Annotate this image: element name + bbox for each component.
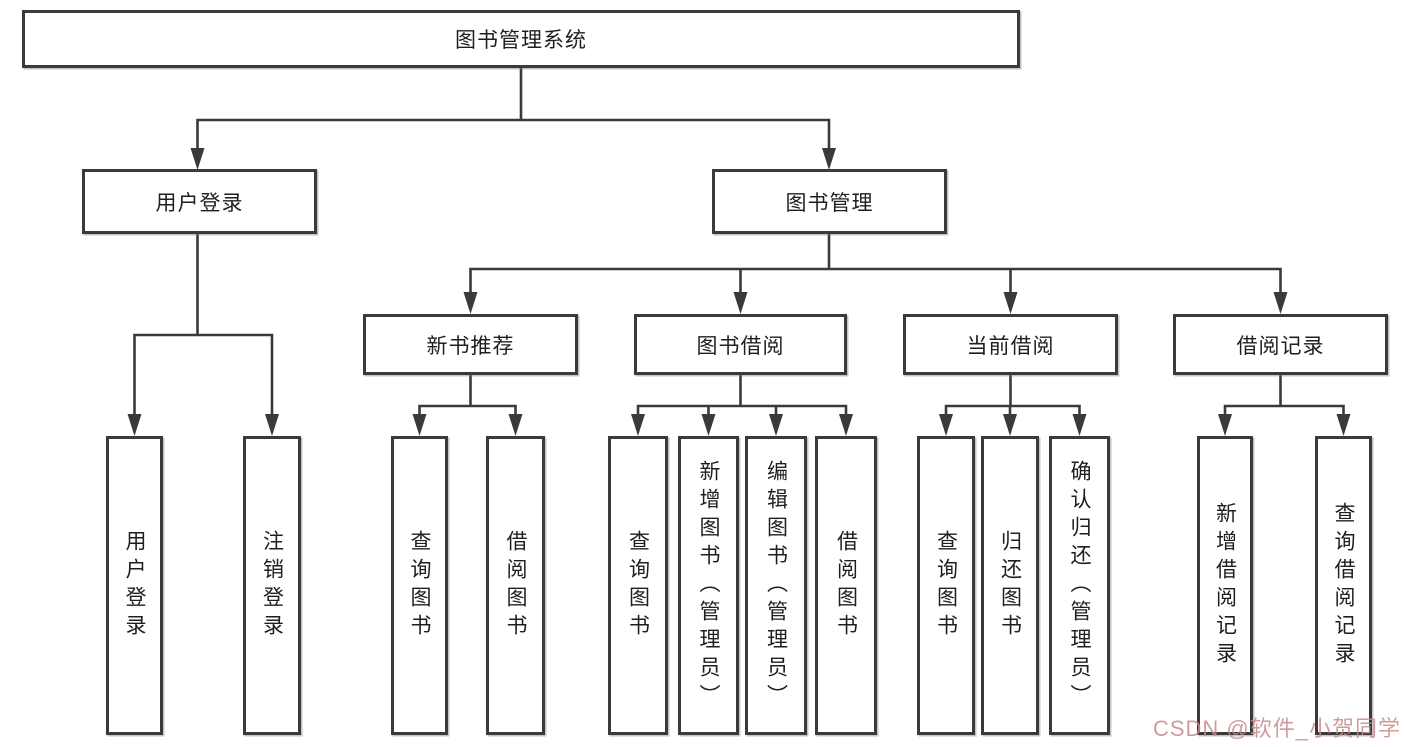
- node-user-login-leaf: 用户登录: [106, 436, 163, 735]
- node-library-management-system: 图书管理系统: [22, 10, 1020, 68]
- node-label: 归还图书: [998, 529, 1022, 642]
- node-borrow-books-borrowing: 借阅图书: [815, 436, 877, 735]
- node-book-management: 图书管理: [712, 169, 947, 234]
- node-return-books: 归还图书: [981, 436, 1039, 735]
- node-add-borrow-record: 新增借阅记录: [1197, 436, 1253, 735]
- node-label: 新增借阅记录: [1213, 501, 1237, 670]
- node-label: 用户登录: [123, 529, 147, 642]
- node-query-books-current: 查询图书: [917, 436, 975, 735]
- node-query-books-borrowing: 查询图书: [608, 436, 668, 735]
- node-label: 当前借阅: [966, 334, 1055, 358]
- node-label: 查询图书: [934, 529, 958, 642]
- node-label: 新书推荐: [426, 334, 515, 358]
- node-label: 借阅记录: [1236, 334, 1325, 358]
- node-query-books-recommend: 查询图书: [391, 436, 448, 735]
- node-label: 借阅图书: [834, 529, 858, 642]
- node-borrowing-records: 借阅记录: [1173, 314, 1388, 375]
- node-user-login: 用户登录: [82, 169, 317, 234]
- node-label: 借阅图书: [504, 529, 528, 642]
- node-label: 用户登录: [155, 191, 244, 215]
- node-edit-book-admin: 编辑图书（管理员）: [745, 436, 807, 735]
- node-label: 查询借阅记录: [1332, 501, 1356, 670]
- node-label: 查询图书: [626, 529, 650, 642]
- node-confirm-return-admin: 确认归还（管理员）: [1049, 436, 1110, 735]
- node-label: 图书管理系统: [455, 29, 587, 52]
- node-label: 图书管理: [785, 191, 874, 215]
- node-logout: 注销登录: [243, 436, 301, 735]
- node-label: 图书借阅: [696, 334, 785, 358]
- arrowheads: [127, 148, 1351, 436]
- node-label: 编辑图书（管理员）: [764, 459, 788, 712]
- node-label: 查询图书: [408, 529, 432, 642]
- node-add-book-admin: 新增图书（管理员）: [678, 436, 739, 735]
- node-label: 确认归还（管理员）: [1068, 459, 1092, 712]
- node-book-borrowing: 图书借阅: [634, 314, 847, 375]
- node-new-book-recommendation: 新书推荐: [363, 314, 578, 375]
- csdn-watermark: CSDN @软件_小贺同学: [1152, 716, 1401, 741]
- node-label: 注销登录: [260, 529, 284, 642]
- node-query-borrow-record: 查询借阅记录: [1315, 436, 1372, 735]
- node-current-borrowing: 当前借阅: [903, 314, 1118, 375]
- node-borrow-books-recommend: 借阅图书: [486, 436, 545, 735]
- node-label: 新增图书（管理员）: [697, 459, 721, 712]
